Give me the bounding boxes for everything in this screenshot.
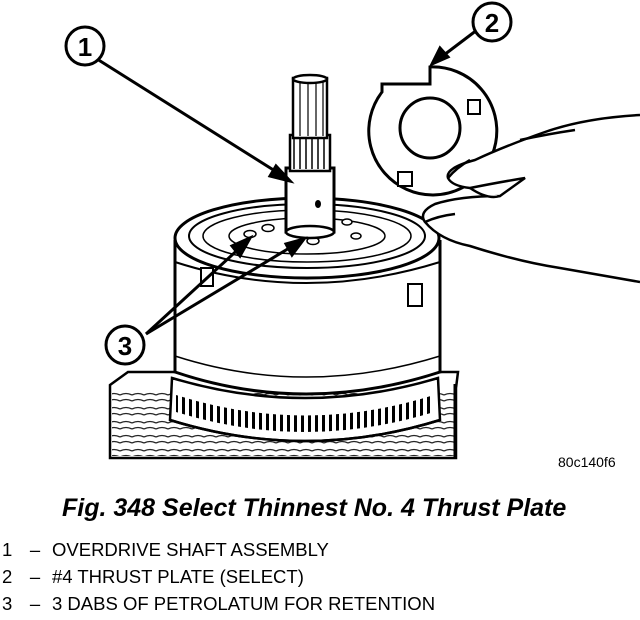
svg-text:3: 3 xyxy=(118,331,132,361)
legend-dash: – xyxy=(29,566,41,587)
leader-lines xyxy=(96,28,478,336)
illustration: 1 2 3 80c140f6 xyxy=(64,1,640,470)
legend-text: OVERDRIVE SHAFT ASSEMBLY xyxy=(52,539,329,560)
legend-text: #4 THRUST PLATE (SELECT) xyxy=(52,566,304,587)
callout-3: 3 xyxy=(104,324,146,366)
legend-number: 1 xyxy=(2,539,13,560)
legend-number: 3 xyxy=(2,593,13,614)
callout-2: 2 xyxy=(471,1,513,43)
svg-text:1: 1 xyxy=(78,32,92,62)
overdrive-shaft xyxy=(284,73,336,240)
svg-text:2: 2 xyxy=(485,8,499,38)
legend-number: 2 xyxy=(2,566,13,587)
lower-gear-ring xyxy=(168,376,442,443)
hand xyxy=(421,113,640,284)
legend-text: 3 DABS OF PETROLATUM FOR RETENTION xyxy=(52,593,436,614)
callout-1: 1 xyxy=(64,25,106,67)
legend-item-3: 3–3 DABS OF PETROLATUM FOR RETENTION xyxy=(2,590,435,617)
legend-dash: – xyxy=(29,539,41,560)
legend-item-2: 2–#4 THRUST PLATE (SELECT) xyxy=(2,563,435,590)
legend-item-1: 1–OVERDRIVE SHAFT ASSEMBLY xyxy=(2,536,435,563)
figure-caption: Fig. 348 Select Thinnest No. 4 Thrust Pl… xyxy=(62,494,567,522)
legend-dash: – xyxy=(29,593,41,614)
legend: 1–OVERDRIVE SHAFT ASSEMBLY 2–#4 THRUST P… xyxy=(2,536,435,617)
figure-code: 80c140f6 xyxy=(558,454,616,470)
